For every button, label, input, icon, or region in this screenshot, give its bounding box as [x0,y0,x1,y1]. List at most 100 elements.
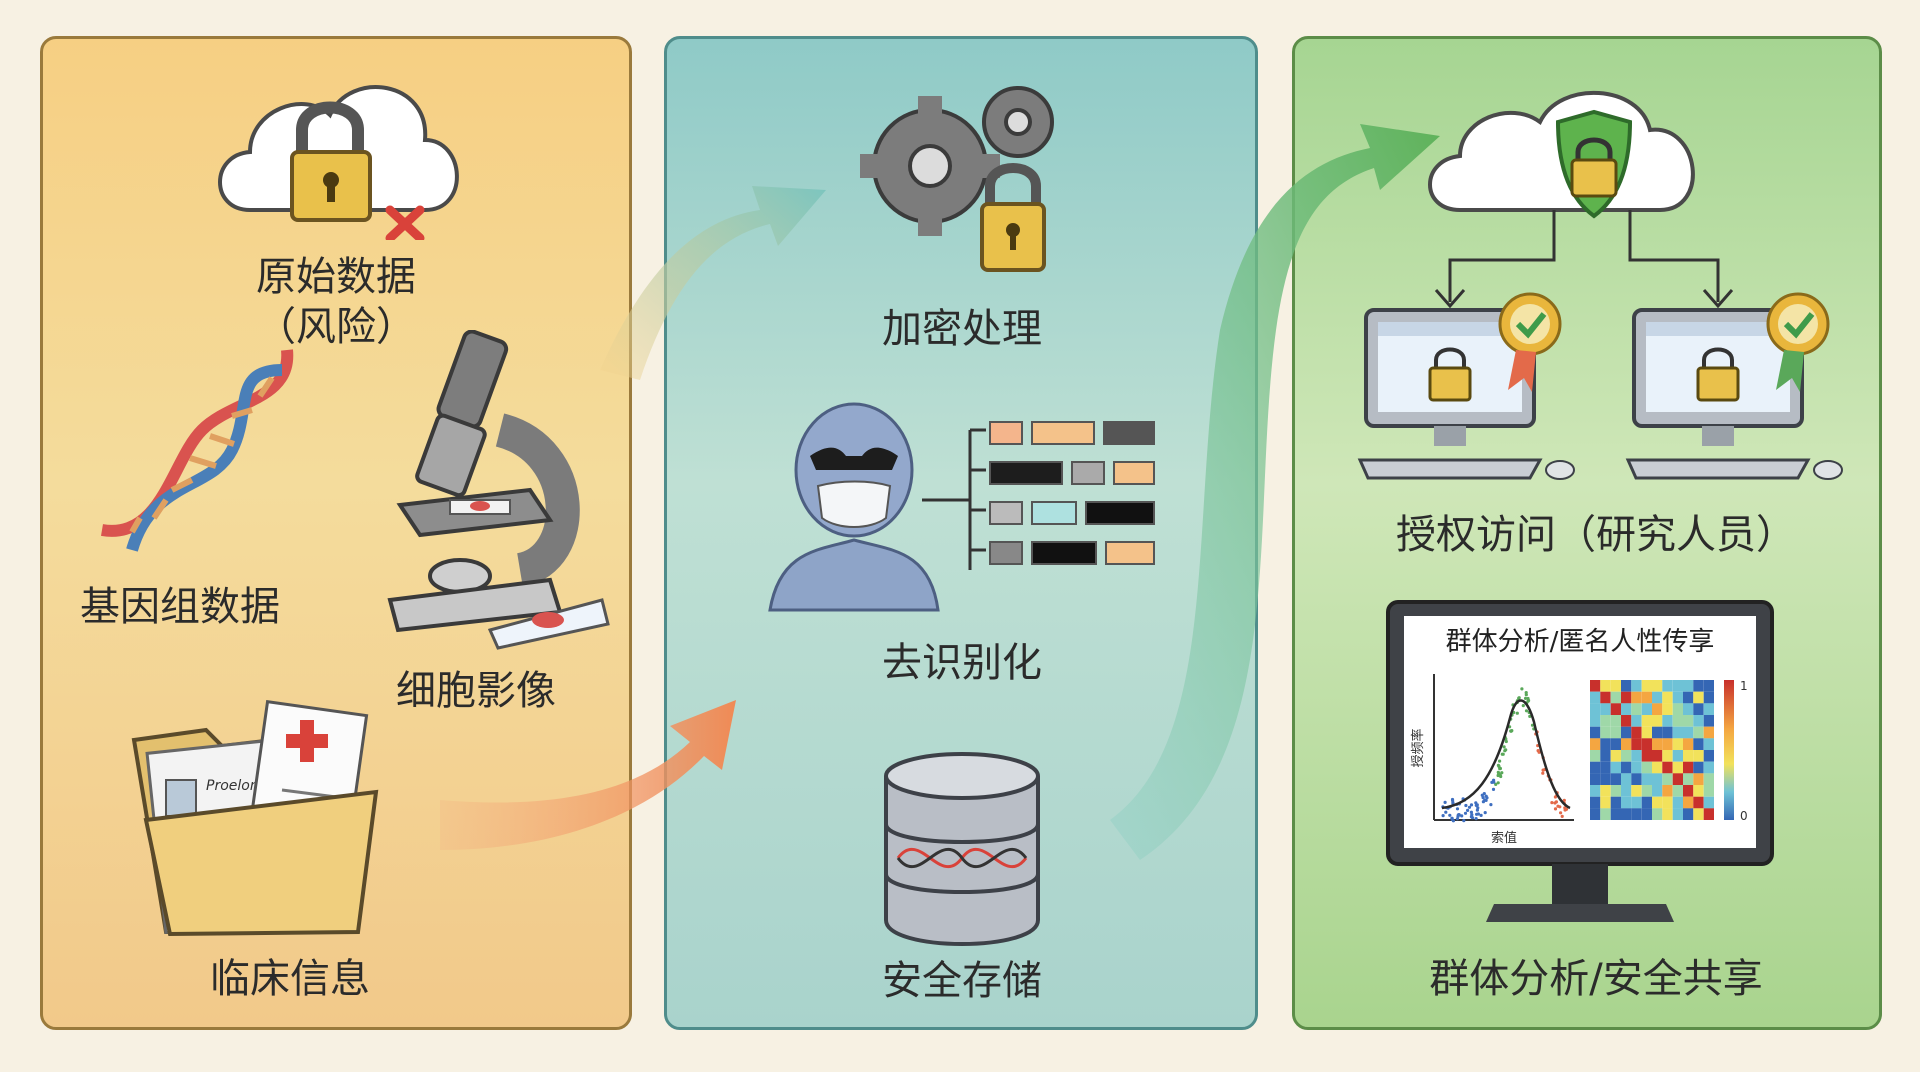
heatmap-cell [1621,680,1632,692]
scatter-point [1523,696,1528,700]
heatmap-cell [1672,703,1683,715]
heatmap-cell [1683,785,1694,797]
heatmap-cell [1703,726,1714,739]
scatter-point [1553,795,1557,799]
heatmap-cell [1621,796,1632,809]
heatmap-cell [1641,680,1652,692]
heatmap-cell [1672,680,1683,692]
folder-records-icon: Proelon [131,700,379,937]
cloud-shield-icon [1428,91,1695,219]
scatter-point [1502,745,1506,749]
folder-tab-text: Proelon [206,778,259,794]
heatmap-cell [1641,738,1652,750]
heatmap-cell [1610,761,1621,774]
heatmap-cell [1693,773,1704,785]
scatter-point [1450,816,1454,820]
scatter-point [1550,801,1554,805]
heatmap-cell [1703,691,1714,704]
scatter-point [1463,811,1468,815]
heatmap-cell [1610,703,1621,715]
heatmap-cell [1652,750,1663,762]
heatmap-cell [1662,785,1673,797]
scatter-plot: 授频率 索值 [1410,674,1574,846]
heatmap-cell [1590,703,1601,715]
heatmap-cell [1641,750,1652,762]
authorized-access-illustration [1357,91,1843,480]
deidentification-icon [768,402,1155,612]
heatmap-cell [1590,726,1601,739]
badge-check-icon [1498,292,1562,392]
heatmap-cell [1590,750,1601,762]
heatmap-cell [1600,750,1611,762]
heatmap-cell [1600,761,1611,774]
plot-xlabel: 索值 [1491,830,1517,846]
heatmap-cell [1641,761,1652,774]
scatter-point [1444,810,1448,814]
heatmap-cell [1641,703,1652,715]
padlock-icon [980,163,1046,272]
scatter-point [1541,768,1545,772]
scatter-point [1490,780,1494,784]
scatter-point [1524,709,1529,713]
heatmap-cell [1683,726,1694,739]
heatmap-cell [1662,680,1673,692]
heatmap-cell [1652,726,1663,739]
heatmap-cell [1672,761,1683,774]
heatmap-cell [1672,715,1683,727]
scale-min-label: 0 [1740,809,1748,823]
encryption-label: 加密处理 [882,306,1042,352]
heatmap-cell [1693,750,1704,762]
heatmap-cell [1600,808,1611,820]
scatter-point [1558,805,1562,809]
heatmap-cell [1621,785,1632,797]
heatmap-cell [1693,726,1704,739]
heatmap-cell [1652,680,1663,692]
scatter-point [1470,813,1474,817]
heatmap-cell [1600,680,1611,692]
arrow-clinical-to-process [440,700,736,850]
scatter-point [1536,749,1540,753]
raw-data-label: 原始数据 [256,254,416,300]
scatter-point [1554,800,1558,804]
heatmap-cell [1621,726,1632,739]
gear-icon [860,86,1054,236]
heatmap-cell [1590,715,1601,727]
scatter-point [1448,813,1452,817]
heatmap-cell [1683,773,1694,785]
scatter-point [1455,817,1459,821]
secure-storage-label: 安全存储 [882,958,1042,1004]
scatter-point [1443,800,1447,804]
heatmap-cell [1641,773,1652,785]
heatmap-cell [1703,715,1714,727]
scatter-point [1515,711,1519,715]
scatter-point [1455,807,1460,811]
heatmap-cell [1590,738,1601,750]
heatmap-cell [1590,680,1601,692]
heatmap-cell [1662,773,1673,785]
heatmap-cell [1652,738,1663,750]
authorized-access-label: 授权访问（研究人员） [1396,512,1796,558]
heatmap-cell [1610,726,1621,739]
heatmap-cell [1683,715,1694,727]
heatmap-cell [1662,808,1673,820]
scatter-point [1483,798,1487,802]
scatter-point [1474,817,1478,821]
heatmap-cell [1621,761,1632,774]
heatmap-cell [1672,796,1683,809]
scatter-point [1475,803,1479,807]
scatter-point [1563,808,1567,812]
scatter-point [1560,814,1564,818]
heatmap-cell [1652,761,1663,774]
heatmap-cell [1652,808,1663,820]
scatter-point [1541,771,1545,775]
heatmap-cell [1703,761,1714,774]
heatmap-cell [1652,796,1663,809]
heatmap-cell [1683,796,1694,809]
heatmap-cell [1703,808,1714,820]
heatmap-cell [1631,785,1642,797]
heatmap-cell [1662,738,1673,750]
heatmap-cell [1672,773,1683,785]
scatter-point [1469,810,1473,814]
cell-imaging-label: 细胞影像 [396,668,556,714]
heatmap-cell [1590,691,1601,704]
